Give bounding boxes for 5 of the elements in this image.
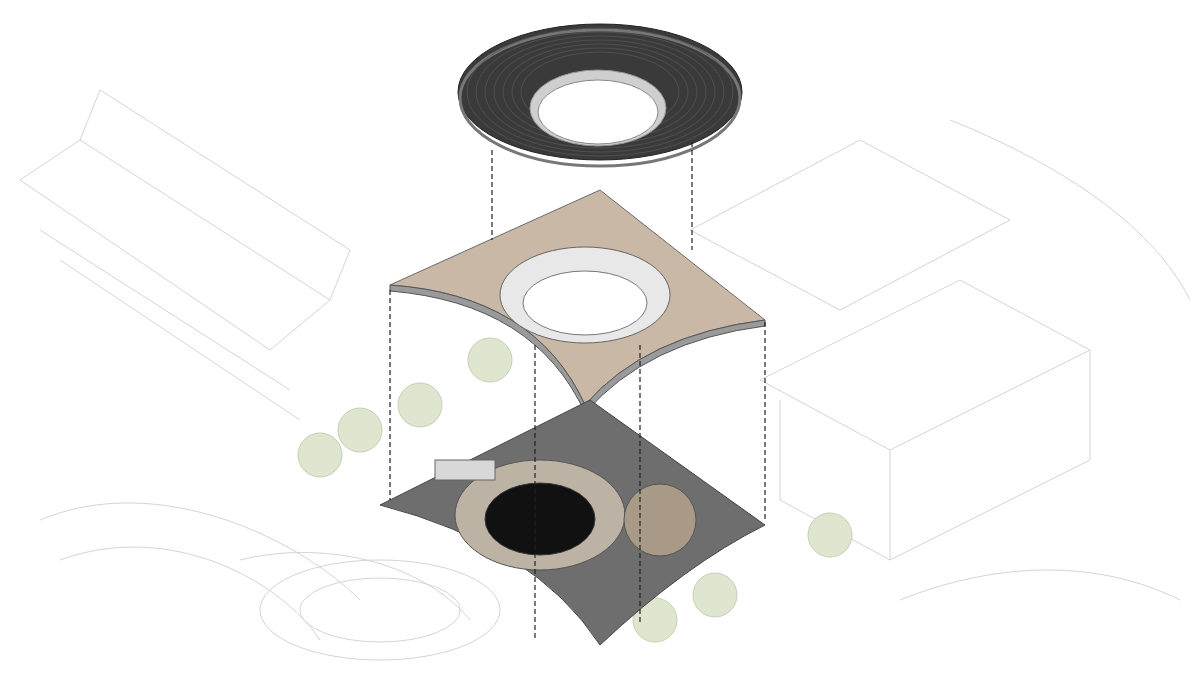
roof-ring-drawing	[455, 20, 745, 170]
projection-line	[534, 344, 536, 641]
projection-line	[691, 141, 693, 251]
projection-line	[491, 149, 493, 241]
projection-line	[389, 289, 391, 501]
